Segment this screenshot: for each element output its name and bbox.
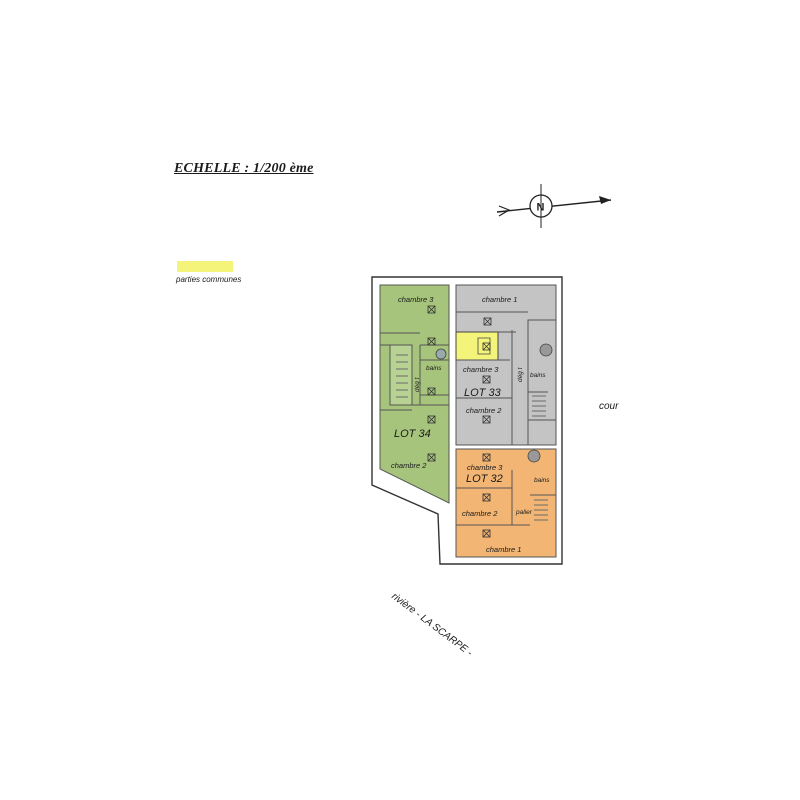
lot33-chambre3-label: chambre 3	[463, 365, 499, 374]
lot33-annex	[527, 319, 557, 446]
marker-lot32-chambre2	[482, 493, 491, 502]
marker-lot33-common	[482, 342, 491, 351]
lot34-area	[379, 284, 450, 504]
lot32-name: LOT 32	[466, 473, 503, 485]
marker-lot34-chambre3	[427, 305, 436, 314]
lot32-chambre2-label: chambre 2	[462, 509, 498, 518]
lot32-bains-label: bains	[534, 477, 550, 484]
lot34-name: LOT 34	[394, 428, 431, 440]
lot34-wc-icon	[435, 348, 447, 360]
lot32-chambre3-label: chambre 3	[467, 463, 503, 472]
marker-lot34-b	[427, 387, 436, 396]
marker-lot32-chambre3	[482, 453, 491, 462]
legend-label: parties communes	[176, 275, 242, 284]
marker-lot34-chambre2	[427, 453, 436, 462]
lot32-chambre1-label: chambre 1	[486, 545, 521, 554]
lot32-wc-icon	[527, 449, 541, 463]
compass-icon: N	[496, 184, 612, 228]
lot33-wc-icon	[539, 343, 553, 357]
lot34-chambre2-label: chambre 2	[391, 461, 427, 470]
lot33-chambre2-label: chambre 2	[466, 406, 502, 415]
marker-lot32-chambre1	[482, 529, 491, 538]
lot32-palier-label: palier	[515, 509, 533, 516]
lot34-bains-label: bains	[426, 365, 442, 372]
cour-label: cour	[599, 401, 619, 412]
marker-lot34-c	[427, 415, 436, 424]
marker-lot33-chambre3	[482, 375, 491, 384]
lot34-deg-label: dég t	[414, 376, 421, 392]
marker-lot33-chambre2	[482, 415, 491, 424]
lot32-area	[455, 448, 557, 558]
scale-title: ECHELLE : 1/200 ème	[174, 161, 314, 176]
marker-lot34-a	[427, 337, 436, 346]
marker-lot33-chambre1	[483, 317, 492, 326]
common-part	[455, 331, 499, 361]
compass-letter: N	[537, 202, 545, 214]
lot33-deg-label: dég t	[517, 366, 524, 382]
legend-swatch-common-parts	[177, 261, 233, 272]
lot33-name: LOT 33	[464, 387, 502, 399]
lot34-chambre3-label: chambre 3	[398, 295, 434, 304]
lot33-bains-label: bains	[530, 372, 546, 379]
lot33-chambre1-label: chambre 1	[482, 295, 517, 304]
